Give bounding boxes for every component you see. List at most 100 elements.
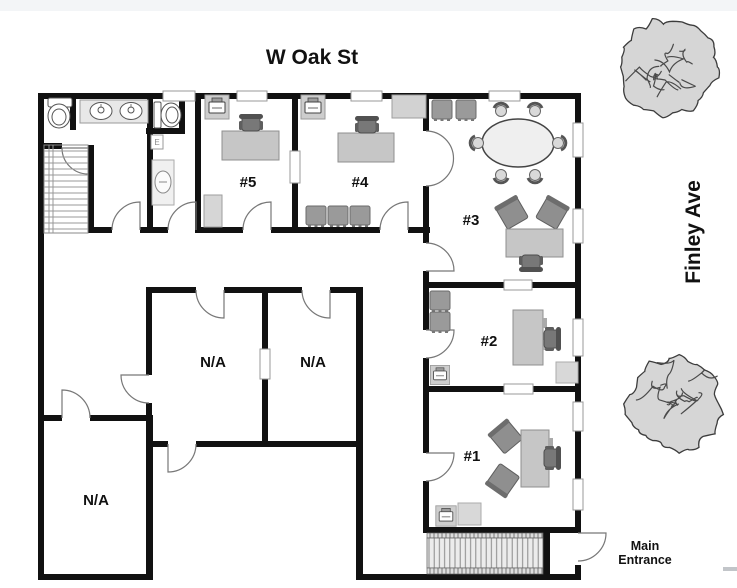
door-arc xyxy=(111,201,141,231)
tree-icon xyxy=(619,18,721,119)
conference-chair-icon xyxy=(526,168,544,185)
window xyxy=(572,208,584,244)
window xyxy=(503,383,534,395)
electrical-panel-label: E xyxy=(154,138,159,147)
side-table xyxy=(555,361,579,384)
room4-furniture xyxy=(300,94,427,228)
room-label-na-bottom: N/A xyxy=(83,492,109,509)
window xyxy=(350,90,383,102)
stairwell xyxy=(43,144,89,234)
desk-accessory xyxy=(549,438,553,448)
door-arc xyxy=(379,201,409,231)
conference-chair-icon xyxy=(492,101,510,118)
door-arc xyxy=(167,443,197,473)
conference-chair-icon xyxy=(551,134,568,152)
desk xyxy=(512,309,544,366)
door-arc xyxy=(120,374,150,404)
printer-icon xyxy=(204,94,230,120)
room5-furniture xyxy=(203,94,280,228)
guest-chair-icon xyxy=(486,417,525,456)
windows-group xyxy=(162,90,584,511)
printer-icon xyxy=(429,364,451,386)
main-entrance-label-line1: Main xyxy=(631,539,659,553)
waiting-chair-icon xyxy=(305,205,327,228)
window xyxy=(572,318,584,357)
room-label-na-mid-right: N/A xyxy=(300,354,326,371)
waiting-chair-icon xyxy=(429,311,451,334)
tree-icon xyxy=(622,353,725,455)
main-entrance-label-line2: Entrance xyxy=(618,553,672,567)
printer-icon xyxy=(300,94,326,120)
electrical-panel: E xyxy=(150,134,164,150)
conference-chair-icon xyxy=(468,134,485,152)
office-chair-icon xyxy=(354,115,380,134)
waiting-chair-icon xyxy=(455,99,477,122)
room-label-3: #3 xyxy=(463,212,480,229)
window xyxy=(162,90,196,102)
window xyxy=(503,279,533,291)
double-door-arc xyxy=(425,130,455,187)
window xyxy=(289,150,301,184)
desk xyxy=(337,132,395,163)
shelf xyxy=(203,194,223,228)
door-arc xyxy=(301,289,331,319)
door-arc xyxy=(61,147,89,175)
desk xyxy=(505,228,564,258)
window xyxy=(488,90,521,102)
conference-chair-icon xyxy=(526,101,544,118)
main-entrance-door-arc xyxy=(577,532,607,562)
door-arc xyxy=(425,242,455,272)
window xyxy=(259,348,271,380)
room-label-4: #4 xyxy=(352,174,369,191)
guest-chair-icon xyxy=(493,193,530,231)
door-arc xyxy=(195,289,225,319)
guest-chair-icon xyxy=(534,193,571,231)
window xyxy=(572,122,584,158)
office-chair-icon xyxy=(518,254,544,273)
printer-icon xyxy=(435,505,457,527)
window xyxy=(572,401,584,432)
sink-icon xyxy=(89,102,113,120)
waiting-chair-icon xyxy=(431,99,453,122)
bottom-right-tick xyxy=(723,567,737,571)
room-label-na-mid-left: N/A xyxy=(200,354,226,371)
toilet-icon xyxy=(153,101,182,129)
restroom-area: E xyxy=(47,97,182,206)
window xyxy=(236,90,268,102)
waiting-chair-icon xyxy=(327,205,349,228)
desk-accessory xyxy=(543,318,547,328)
vanity-counter xyxy=(79,99,149,124)
room1-furniture xyxy=(435,417,562,527)
door-arc xyxy=(425,452,455,482)
waiting-chair-icon xyxy=(349,205,371,228)
door-arc xyxy=(425,329,455,359)
door-arc xyxy=(242,201,272,231)
waiting-chair-icon xyxy=(429,290,451,313)
door-arc xyxy=(167,201,197,231)
room-label-1: #1 xyxy=(464,448,481,465)
side-table xyxy=(457,502,482,526)
office-chair-icon xyxy=(543,445,562,471)
room-label-5: #5 xyxy=(240,174,257,191)
shower-icon xyxy=(151,159,175,206)
cabinet xyxy=(391,94,427,119)
toilet-icon xyxy=(47,97,73,129)
room3-furniture xyxy=(431,99,571,273)
office-chair-icon xyxy=(543,326,562,352)
desk xyxy=(221,130,280,161)
office-chair-icon xyxy=(238,113,264,132)
street-label-right: Finley Ave xyxy=(682,180,705,283)
room-label-2: #2 xyxy=(481,333,498,350)
conference-chair-icon xyxy=(492,168,510,185)
top-strip xyxy=(0,0,737,11)
room2-furniture xyxy=(429,290,579,386)
conference-table xyxy=(481,118,555,168)
entry-steps xyxy=(426,532,544,575)
sink-icon xyxy=(119,102,143,120)
doors-group xyxy=(61,130,607,562)
guest-chair-icon xyxy=(483,462,522,500)
walls xyxy=(38,93,581,580)
door-arc xyxy=(61,389,91,419)
